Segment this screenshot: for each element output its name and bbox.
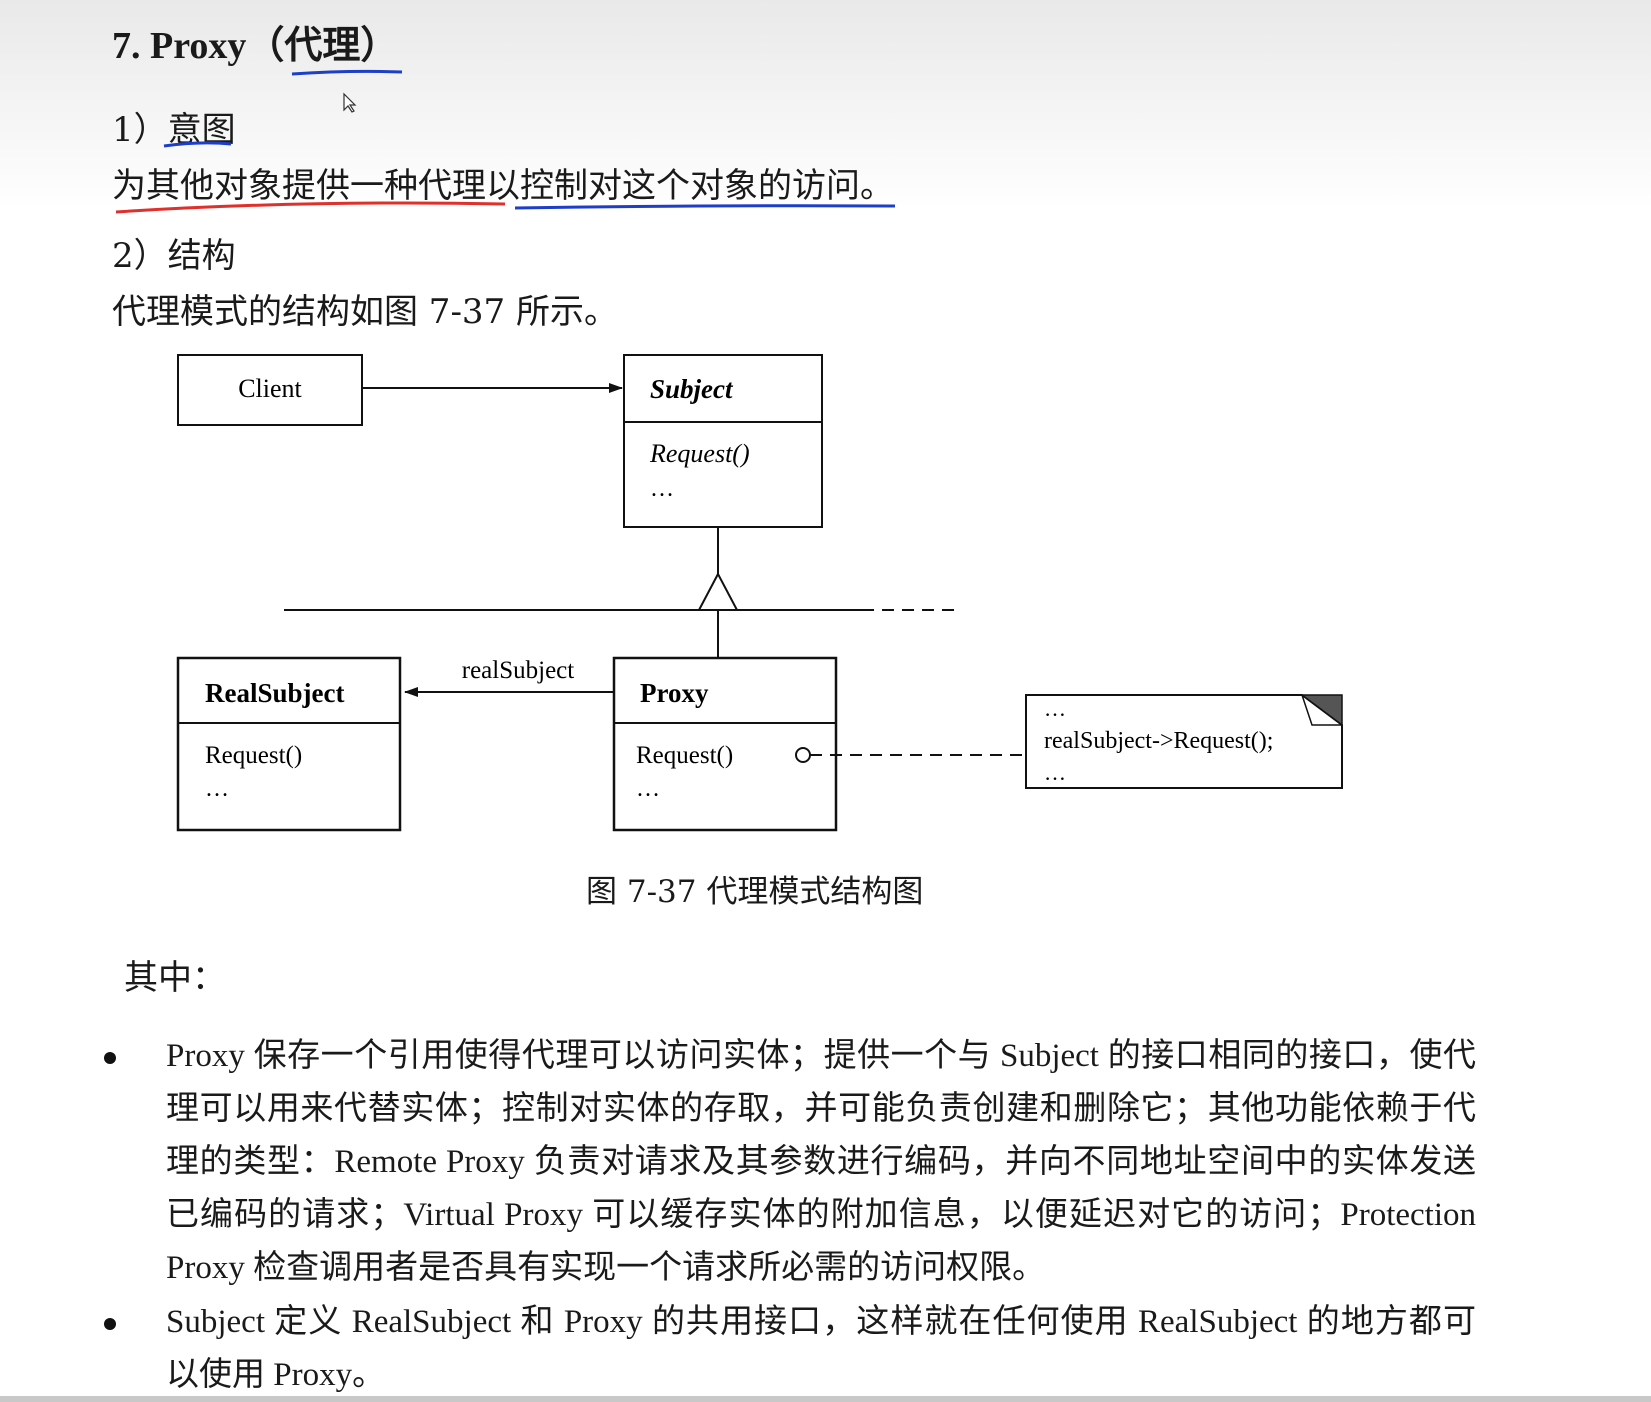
client-label: Client [238, 374, 302, 403]
intent-blue-underline [514, 204, 896, 210]
section-heading: 7. Proxy（代理） [112, 25, 399, 67]
figure-caption: 图 7-37 代理模式结构图 [586, 874, 924, 910]
proxy-name: Proxy [640, 678, 709, 708]
subject-name: Subject [650, 374, 734, 404]
among-label: 其中： [124, 958, 226, 998]
proxy-structure-diagram: Client Subject Request() … RealSubject R… [176, 354, 1343, 832]
structure-label: 2）结构 [112, 236, 236, 276]
bullet-dot-icon [104, 1318, 116, 1330]
note-line-2: realSubject->Request(); [1044, 728, 1273, 754]
client-box: Client [177, 354, 363, 426]
note-folded-corner-icon [1299, 694, 1343, 727]
subject-request-op: Request() [649, 439, 750, 468]
realsubject-request-op: Request() [205, 742, 302, 769]
intent-red-underline [115, 201, 506, 214]
bullet-proxy-description: Proxy 保存一个引用使得代理可以访问实体；提供一个与 Subject 的接口… [166, 1038, 1476, 1286]
proxy-more: … [636, 776, 660, 802]
bottom-edge-bar [0, 1396, 1651, 1402]
bullet-subject-description: Subject 定义 RealSubject 和 Proxy 的共用接口，这样就… [166, 1304, 1476, 1393]
bullet-dot-icon [104, 1052, 116, 1064]
heading-underline [291, 69, 403, 76]
realsubject-more: … [205, 776, 229, 802]
note-anchor-circle-icon [795, 747, 811, 763]
note-line-1: … [1044, 696, 1066, 721]
proxy-class-box: Proxy Request() … [612, 656, 838, 832]
subject-more: … [650, 476, 674, 502]
top-shade [0, 0, 1651, 210]
subject-class-box: Subject Request() … [623, 354, 823, 528]
note-box: … realSubject->Request(); … [1025, 694, 1343, 789]
intent-label-underline [163, 141, 232, 148]
realsubject-class-box: RealSubject Request() … [176, 656, 402, 832]
structure-text: 代理模式的结构如图 7-37 所示。 [112, 292, 618, 332]
proxy-request-op: Request() [636, 742, 733, 769]
realsubject-name: RealSubject [205, 678, 344, 708]
annotation-layer [115, 69, 896, 214]
inheritance-triangle-icon [697, 571, 739, 611]
intent-text: 为其他对象提供一种代理以控制对这个对象的访问。 [112, 166, 894, 206]
note-line-3: … [1044, 760, 1066, 785]
association-label: realSubject [462, 657, 575, 684]
mouse-cursor-icon [343, 92, 357, 113]
